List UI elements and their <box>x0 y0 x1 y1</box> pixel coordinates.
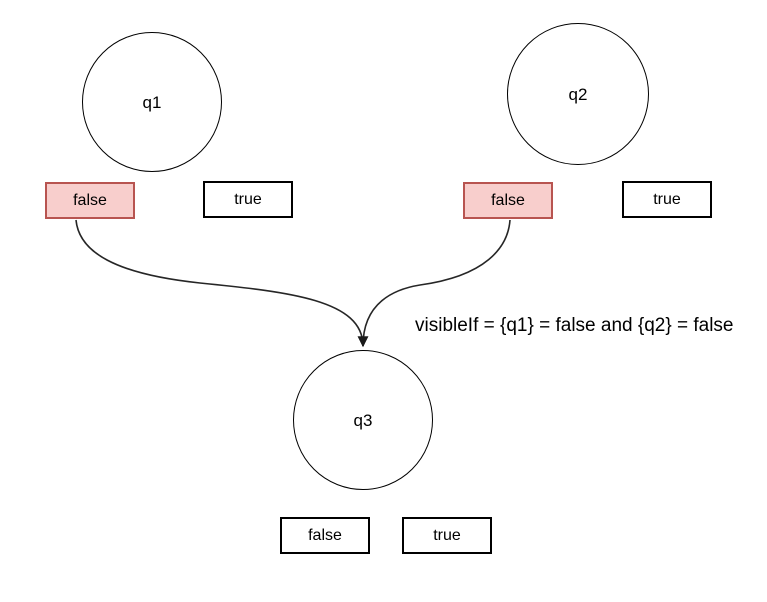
connector-q1-false-to-q3 <box>75 219 369 348</box>
option-q1-false: false <box>45 182 135 219</box>
option-q3-false: false <box>280 517 370 554</box>
node-q2-label: q2 <box>568 84 588 104</box>
condition-label: visibleIf = {q1} = false and {q2} = fals… <box>415 315 734 336</box>
option-q1-false-label: false <box>73 191 107 209</box>
node-q3: q3 <box>293 350 433 490</box>
option-q2-false-label: false <box>491 191 525 209</box>
option-q3-true-label: true <box>433 526 461 544</box>
option-q2-true-label: true <box>653 190 681 208</box>
option-q1-true-label: true <box>234 190 262 208</box>
node-q3-label: q3 <box>353 410 373 430</box>
option-q2-true: true <box>622 181 712 218</box>
node-q1-label: q1 <box>142 92 162 112</box>
node-q2: q2 <box>507 23 649 165</box>
option-q3-true: true <box>402 517 492 554</box>
option-q2-false: false <box>463 182 553 219</box>
option-q1-true: true <box>203 181 293 218</box>
node-q1: q1 <box>82 32 222 172</box>
option-q3-false-label: false <box>308 526 342 544</box>
